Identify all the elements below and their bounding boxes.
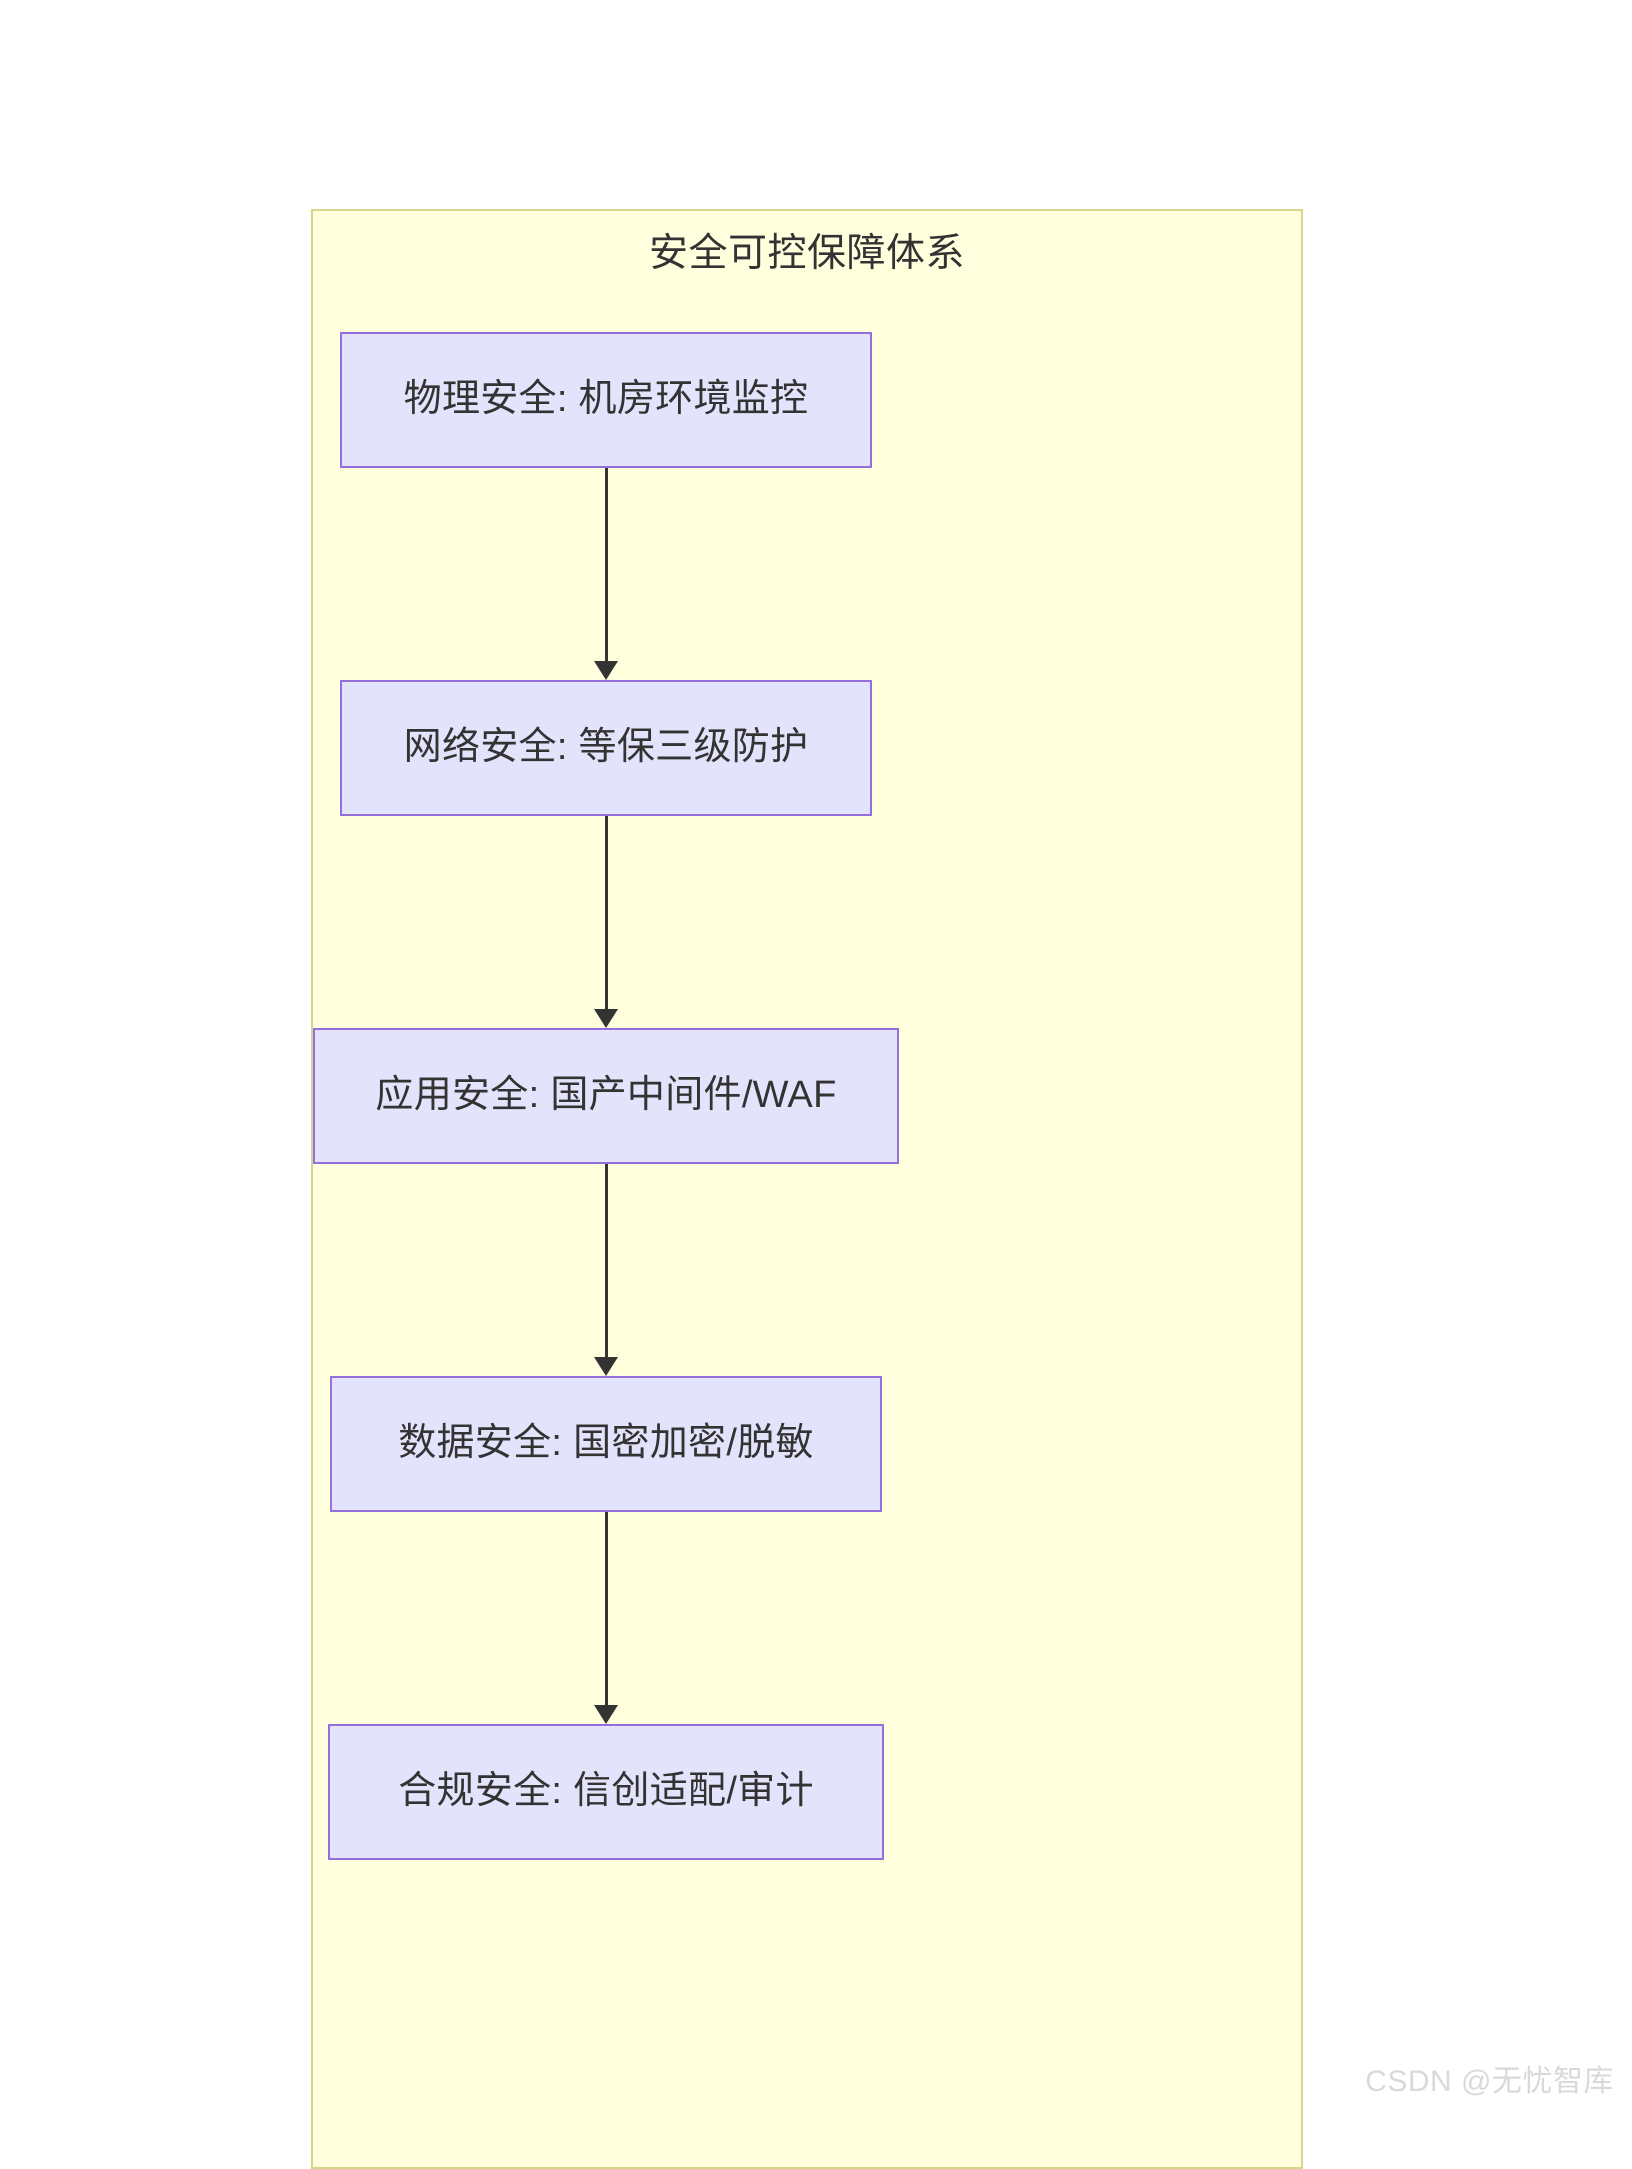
flow-edge-1-line	[605, 816, 608, 1009]
flow-node-label: 应用安全: 国产中间件/WAF	[375, 1074, 837, 1117]
flow-node-compliance-security[interactable]: 合规安全: 信创适配/审计	[328, 1724, 884, 1860]
flow-edge-3-line	[605, 1512, 608, 1705]
flow-node-label: 数据安全: 国密加密/脱敏	[398, 1422, 814, 1465]
flow-edge-2-line	[605, 1164, 608, 1357]
flow-node-label: 合规安全: 信创适配/审计	[398, 1770, 814, 1813]
flow-edge-3-arrow-icon	[594, 1705, 618, 1724]
flow-edge-1-arrow-icon	[594, 1009, 618, 1028]
flow-node-physical-security[interactable]: 物理安全: 机房环境监控	[340, 332, 872, 468]
flow-edge-2-arrow-icon	[594, 1357, 618, 1376]
flow-node-label: 物理安全: 机房环境监控	[403, 378, 809, 421]
subgraph-title: 安全可控保障体系	[648, 232, 965, 275]
flowchart-canvas: 安全可控保障体系 物理安全: 机房环境监控 网络安全: 等保三级防护 应用安全:…	[311, 209, 1614, 2169]
flow-edge-0-line	[605, 468, 608, 661]
csdn-watermark: CSDN @无忧智库	[1365, 2065, 1614, 2098]
flow-edge-0-arrow-icon	[594, 661, 618, 680]
flow-node-label: 网络安全: 等保三级防护	[403, 726, 809, 769]
flow-node-network-security[interactable]: 网络安全: 等保三级防护	[340, 680, 872, 816]
subgraph-container-security-system: 安全可控保障体系	[311, 209, 1303, 2169]
flow-node-application-security[interactable]: 应用安全: 国产中间件/WAF	[313, 1028, 899, 1164]
flow-node-data-security[interactable]: 数据安全: 国密加密/脱敏	[330, 1376, 882, 1512]
